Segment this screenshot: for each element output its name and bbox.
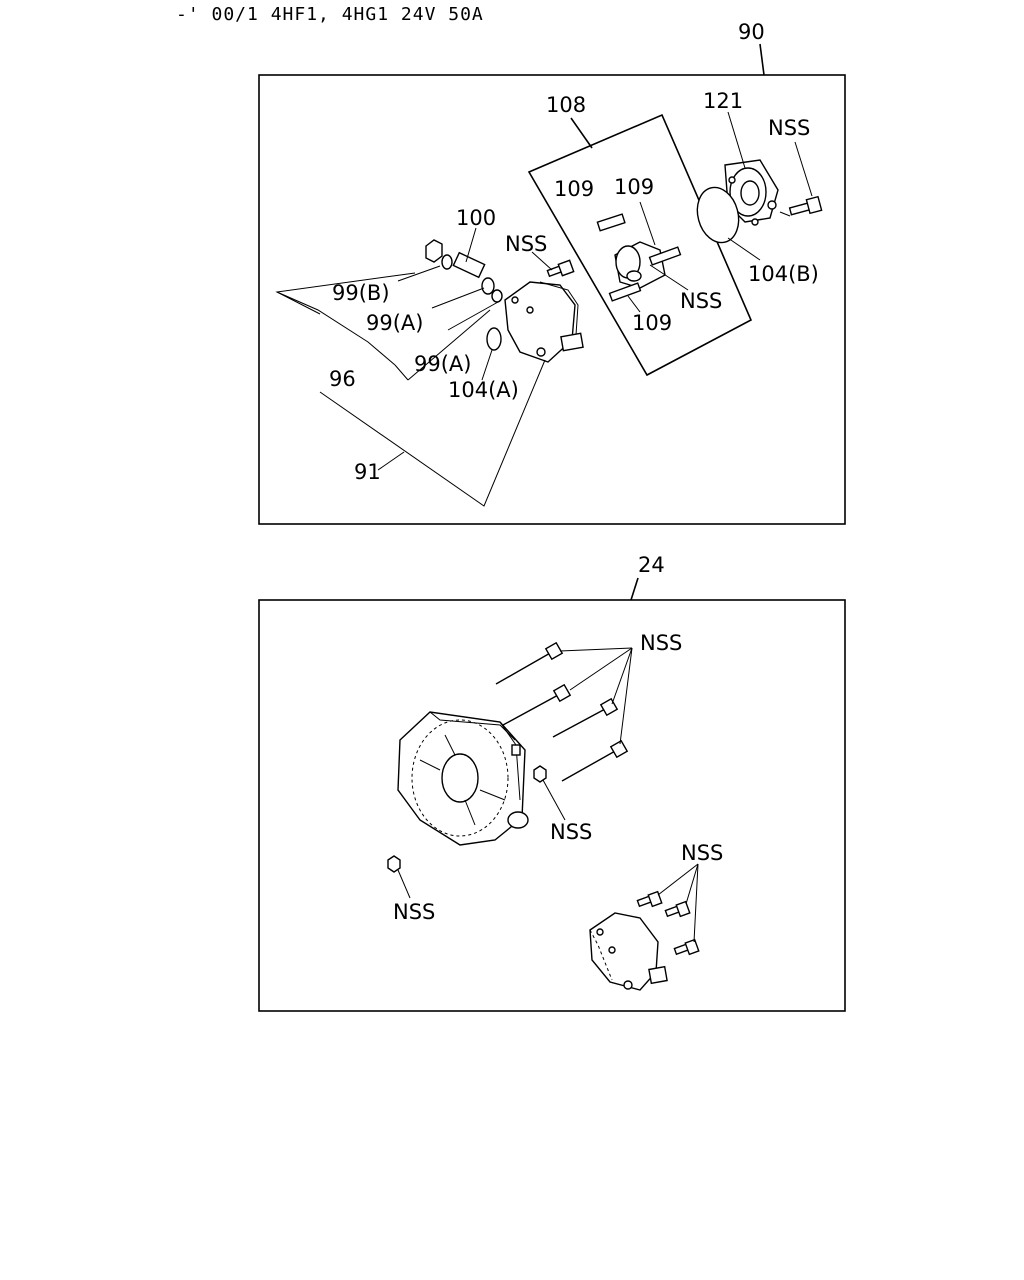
rear-cover-121 [724,159,779,226]
label-99b: 99(B) [332,281,390,305]
bracket-108-box [527,113,753,377]
label-99a-2: 99(A) [414,352,471,376]
label-121: 121 [703,89,743,113]
label-91: 91 [354,460,381,484]
leader-104b [727,237,761,261]
label-108: 108 [546,93,586,117]
leader-96-bracket [276,291,396,366]
panel-bottom: 24 NSS [258,553,846,1012]
leader-nss-washer [397,869,411,899]
o-ring-104b [696,186,740,244]
brush-holder [608,241,682,302]
label-nss-top-right: NSS [768,116,810,140]
leader-nss-nut [542,779,566,821]
label-24: 24 [638,553,665,577]
label-96: 96 [329,367,356,391]
brush-109-a [596,213,626,232]
leader-nss-mid [531,251,553,271]
label-nss-mid: NSS [505,232,547,256]
panel-top: 90 108 109 109 NSS 109 [258,20,846,525]
leader-nss-top-right [794,141,813,197]
cover-bolt [788,195,823,216]
leader-91 [319,359,546,507]
label-nss-brush: NSS [680,289,722,313]
leader-90 [759,43,765,76]
label-90: 90 [738,20,765,44]
lone-nut [387,855,401,873]
label-104a: 104(A) [448,378,519,402]
leader-104a [481,349,493,381]
holder-screw [546,259,575,278]
leader-24 [630,577,639,601]
rectifier-housing [504,281,584,363]
label-nss-washer: NSS [393,900,435,924]
leader-121 [727,111,746,169]
leader-100 [465,227,477,263]
through-bolts [495,641,629,782]
leader-108 [570,117,593,149]
label-nss-nut: NSS [550,820,592,844]
terminal-assembly [425,239,503,303]
label-nss-bolts: NSS [640,631,682,655]
label-99a-1: 99(A) [366,311,423,335]
label-109-a: 109 [554,177,594,201]
housing-nut [533,765,547,783]
label-100: 100 [456,206,496,230]
label-109-b: 109 [614,175,654,199]
leader-109-c [627,295,641,313]
panel-bottom-frame [258,599,846,1012]
front-housing [397,711,529,846]
header-model-text: -' 00/1 4HF1, 4HG1 24V 50A [176,4,484,25]
leader-nss-brush [649,264,689,291]
label-104b: 104(B) [748,262,819,286]
label-109-c: 109 [632,311,672,335]
leader-109-b [639,201,656,246]
label-nss-screws: NSS [681,841,723,865]
rear-housing-bottom [589,912,668,991]
panel-top-frame [258,74,846,525]
o-ring-104a [486,327,502,351]
